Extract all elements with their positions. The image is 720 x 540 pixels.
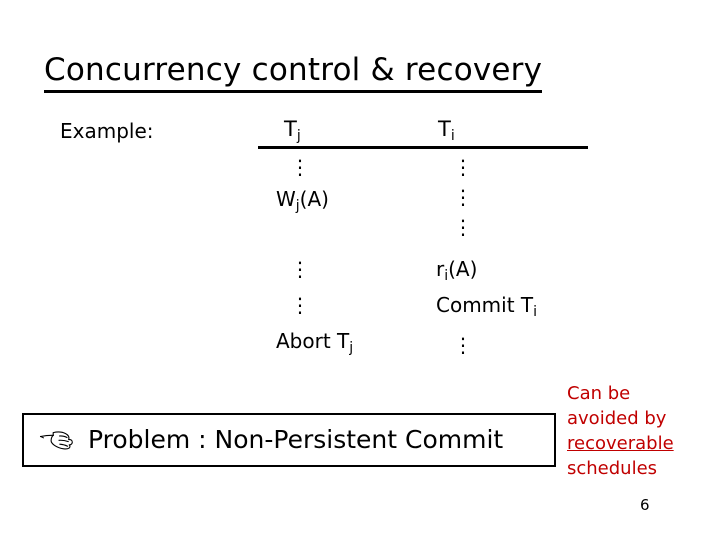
left-column-ellipsis-3: ⋮: [290, 293, 310, 317]
side-note-line-3-recoverable: recoverable: [567, 433, 674, 454]
right-read-arg: (A): [448, 257, 478, 281]
side-note-line-4: schedules: [567, 458, 658, 479]
right-read-subscript: i: [444, 268, 449, 284]
right-column-operation-commit: Commit Ti: [436, 293, 537, 320]
side-note-line-1: Can be: [567, 383, 631, 404]
left-column-operation-write: Wj(A): [276, 187, 329, 214]
left-write-arg: (A): [299, 187, 329, 211]
left-column-ellipsis-2: ⋮: [290, 257, 310, 281]
column-header-tj-subscript: j: [296, 128, 301, 144]
right-column-operation-read: ri(A): [436, 257, 477, 284]
column-header-tj-label: T: [284, 117, 297, 141]
side-note: Can be avoided by recoverable schedules: [567, 381, 715, 481]
left-write-subscript: j: [295, 198, 300, 214]
page-number: 6: [640, 496, 650, 514]
page-title: Concurrency control & recovery: [44, 52, 543, 93]
problem-callout-box: Problem : Non-Persistent Commit: [22, 413, 556, 467]
schedule-body: ⋮ Wj(A) ⋮ ⋮ Abort Tj ⋮ ⋮ ⋮ ri(A) Commit …: [258, 149, 588, 399]
column-header-ti: Ti: [438, 116, 455, 145]
left-abort-subscript: j: [349, 340, 354, 356]
right-commit-subscript: i: [533, 304, 538, 320]
schedule-header-row: Tj Ti: [258, 116, 588, 149]
example-label: Example:: [60, 119, 154, 143]
left-column-operation-abort: Abort Tj: [276, 329, 353, 356]
left-write-op: W: [276, 187, 296, 211]
right-column-ellipsis-2: ⋮: [453, 185, 473, 209]
column-header-ti-label: T: [438, 117, 451, 141]
side-note-line-2: avoided by: [567, 408, 667, 429]
right-commit-op: Commit T: [436, 293, 534, 317]
left-abort-op: Abort T: [276, 329, 350, 353]
right-read-op: r: [436, 257, 445, 281]
right-column-ellipsis-4: ⋮: [453, 333, 473, 357]
right-column-ellipsis-1: ⋮: [453, 155, 473, 179]
problem-statement-text: Problem : Non-Persistent Commit: [88, 425, 504, 454]
column-header-ti-subscript: i: [450, 128, 455, 144]
pointing-hand-icon: [39, 431, 73, 450]
right-column-ellipsis-3: ⋮: [453, 215, 473, 239]
column-header-tj: Tj: [284, 116, 301, 145]
left-column-ellipsis-1: ⋮: [290, 155, 310, 179]
schedule-table: Tj Ti ⋮ Wj(A) ⋮ ⋮ Abort Tj ⋮ ⋮ ⋮ ri(A) C…: [258, 116, 588, 399]
